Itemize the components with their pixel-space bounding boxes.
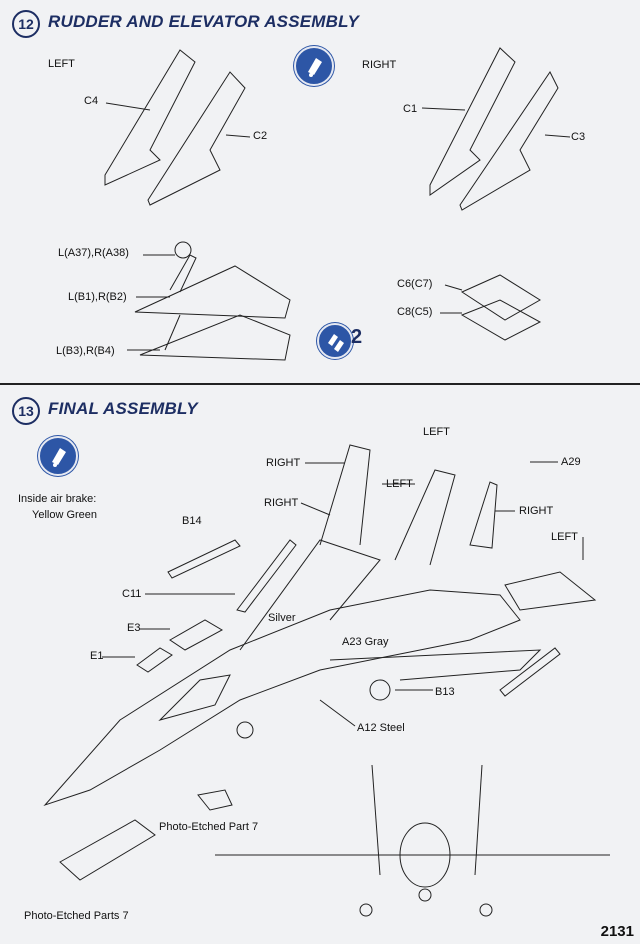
- aircraft-main: [43, 444, 597, 807]
- paint-badge-icon: [294, 46, 334, 86]
- rudder-right-pair: [421, 47, 571, 211]
- label-left-12: LEFT: [48, 58, 75, 70]
- part-b14: B14: [182, 515, 202, 527]
- leader-lines: [102, 461, 584, 727]
- part-c3: C3: [571, 131, 586, 143]
- part-c8: C8(C5): [397, 306, 433, 318]
- part-a23: A23 Gray: [342, 636, 389, 648]
- photo-etched-parts: [59, 789, 233, 881]
- part-c1: C1: [403, 103, 418, 115]
- step-13-number: 13: [12, 397, 40, 425]
- part-lb3: L(B3),R(B4): [56, 345, 115, 357]
- part-a12: A12 Steel: [357, 722, 405, 734]
- rudder-left-pair: [104, 49, 251, 206]
- photo-etched-part-7: Photo-Etched Part 7: [159, 821, 259, 833]
- part-c4: C4: [84, 95, 99, 107]
- part-e3: E3: [127, 622, 141, 634]
- label-silver: Silver: [268, 612, 296, 624]
- label-left-top: LEFT: [423, 426, 450, 438]
- paint-badge-3-icon: [38, 436, 78, 476]
- quantity-count: 2: [351, 326, 363, 348]
- label-left-2: LEFT: [551, 531, 578, 543]
- label-right-rudder: RIGHT: [266, 457, 301, 469]
- part-lb1: L(B1),R(B2): [68, 291, 127, 303]
- step-13-title: FINAL ASSEMBLY: [48, 399, 198, 418]
- part-e1: E1: [90, 650, 104, 662]
- small-parts: [440, 274, 542, 341]
- part-a29: A29: [561, 456, 581, 468]
- part-b13: B13: [435, 686, 455, 698]
- paint-badge-2-icon: [317, 323, 353, 359]
- step-12-title: RUDDER AND ELEVATOR ASSEMBLY: [48, 12, 359, 31]
- missiles: [167, 539, 561, 697]
- part-c6: C6(C7): [397, 278, 433, 290]
- label-right-3: RIGHT: [519, 505, 554, 517]
- part-la37: L(A37),R(A38): [58, 247, 129, 259]
- air-brake-note: Inside air brake: Yellow Green: [18, 491, 97, 523]
- section-divider: [0, 383, 640, 385]
- step-12-number: 12: [12, 10, 40, 38]
- label-right-2: RIGHT: [264, 497, 299, 509]
- part-c2: C2: [253, 130, 268, 142]
- label-right-12: RIGHT: [362, 59, 397, 71]
- air-brake-note-line1: Inside air brake:: [18, 493, 97, 505]
- canopy-parts: [136, 619, 224, 673]
- page-number: 2131: [600, 923, 634, 940]
- aircraft-front-view: [215, 764, 610, 917]
- photo-etched-parts-7: Photo-Etched Parts 7: [24, 910, 129, 922]
- elevator: [127, 241, 291, 361]
- part-c11: C11: [122, 588, 142, 600]
- air-brake-note-line2: Yellow Green: [32, 509, 98, 521]
